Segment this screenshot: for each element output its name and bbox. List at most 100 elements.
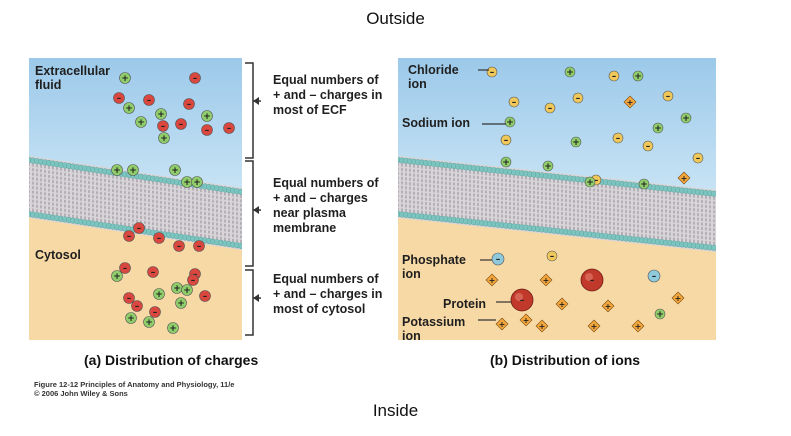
ion-charge-sign: + [681,174,688,183]
negative-ion [143,94,155,106]
ion-charge-sign: + [160,134,168,144]
ion-charge-sign: – [127,294,132,304]
positive-ion [652,122,664,134]
arrow-head-membrane [253,206,259,214]
ion-charge-sign: – [147,96,152,106]
ion-charge-sign: + [591,322,598,331]
panel-a-illustration: +++++++++++++++++++––––––––––––––––––––– [29,58,242,340]
panel-a-distribution-of-charges: +++++++++++++++++++–––––––––––––––––––––… [29,58,242,340]
potassium-ion [677,171,691,185]
negative-ion [147,266,159,278]
positive-ion [632,70,644,82]
potassium-ion-label: Potassium ion [402,315,466,340]
positive-ion [125,312,137,324]
negative-ion [223,122,235,134]
bracket-membrane [245,160,254,267]
ion-charge-sign: + [654,124,662,134]
positive-ion [654,308,666,320]
ion-charge-sign: – [616,134,621,144]
figure-credit: Figure 12-12 Principles of Anatomy and P… [34,380,234,398]
positive-ion [175,297,187,309]
potassium-ion [535,319,549,333]
ion-charge-sign: + [544,162,552,172]
ion-charge-sign: – [191,276,196,286]
ion-charge-sign: – [135,302,140,312]
cytosol-label: Cytosol [35,248,81,262]
positive-ion [123,102,135,114]
ion-charge-sign: – [151,268,156,278]
ion-charge-sign: – [123,264,128,274]
ion-charge-sign: – [548,104,553,114]
chloride-ion-label: Chloride ion [408,63,459,91]
positive-ion [167,322,179,334]
potassium-ion [671,291,685,305]
lipid-head-inner [238,242,242,249]
ion-charge-sign: + [656,310,664,320]
ion-charge-sign: + [634,72,642,82]
ion-charge-sign: – [177,242,182,252]
ion-charge-sign: – [193,74,198,84]
ion-charge-sign: – [512,98,517,108]
ion-charge-sign: + [155,290,163,300]
bracket-cytosol [245,269,254,336]
caption-distribution-of-ions: (b) Distribution of ions [490,352,641,368]
ion-charge-sign: + [543,276,550,285]
ion-charge-sign: – [137,224,142,234]
positive-ion [570,136,582,148]
ion-charge-sign: + [635,322,642,331]
negative-ion [662,90,674,102]
ion-charge-sign: + [566,68,574,78]
positive-ion [181,284,193,296]
sodium-ion-label: Sodium ion [402,116,471,130]
ion-charge-sign: – [646,142,651,152]
ion-charge-sign: – [612,72,617,82]
ion-charge-sign: + [113,272,121,282]
panel-b-illustration: ––––––––––––+++++++++++––––++++++++++++ [398,58,716,340]
ion-charge-sign: + [125,104,133,114]
ion-charge-sign: – [652,272,657,282]
potassium-ion [587,319,601,333]
positive-ion [191,176,203,188]
ion-charge-sign: – [576,94,581,104]
ion-charge-sign: + [499,320,506,329]
ion-charge-sign: + [127,314,135,324]
ion-charge-sign: + [183,286,191,296]
ion-charge-sign: + [489,276,496,285]
protein-label: Protein [443,297,487,311]
positive-ion [542,160,554,172]
ion-charge-sign: – [504,136,509,146]
ion-charge-sign: + [177,299,185,309]
ion-charge-sign: + [169,324,177,334]
ion-charge-sign: + [183,178,191,188]
negative-ion [123,230,135,242]
negative-ion [486,66,498,78]
negative-ion [173,240,185,252]
negative-ion [123,292,135,304]
credit-line-1: Figure 12-12 Principles of Anatomy and P… [34,380,235,389]
negative-ion [175,118,187,130]
ion-charge-sign: – [157,234,162,244]
negative-ion [153,232,165,244]
potassium-ion [555,297,569,311]
positive-ion [119,72,131,84]
ion-charge-sign: + [173,284,181,294]
negative-ion [199,290,211,302]
ion-charge-sign: – [205,126,210,136]
positive-ion [584,176,596,188]
positive-ion [680,112,692,124]
ion-charge-sign: – [696,154,701,164]
positive-ion [564,66,576,78]
negative-ion [491,252,505,266]
potassium-ion [539,273,553,287]
ion-charge-sign: – [197,242,202,252]
negative-ion [647,269,661,283]
ion-charge-sign: + [586,178,594,188]
ion-charge-sign: + [539,322,546,331]
ion-charge-sign: + [145,318,153,328]
negative-ion [544,102,556,114]
potassium-ion [519,313,533,327]
ion-charge-sign: + [193,178,201,188]
ion-charge-sign: – [117,94,122,104]
ion-charge-sign: – [496,255,501,265]
ion-charge-sign: + [559,300,566,309]
